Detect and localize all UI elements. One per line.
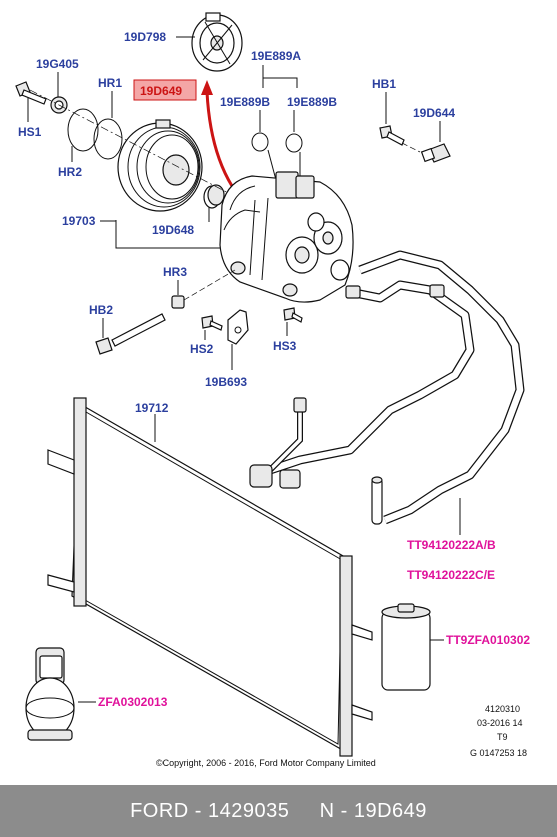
label-19E889A[interactable]: 19E889A [251,49,301,63]
parts-diagram: 19D798 19G405 HS1 HR1 HR2 19703 19D648 [15,12,530,768]
part-TT9ZFA010302-canister [381,603,431,691]
part-19D644-valve [420,143,451,163]
part-HB1-bolt [379,125,405,146]
part-compressor [219,171,354,303]
label-19G405[interactable]: 19G405 [36,57,79,71]
part-19B693-bracket [227,309,249,345]
leader-19703 [115,220,233,249]
label-ZFA0302013[interactable]: ZFA0302013 [98,695,168,709]
part-19703-pulley [117,119,203,212]
label-HR3[interactable]: HR3 [163,265,187,279]
part-19D648-bearing [203,184,225,209]
label-HS3[interactable]: HS3 [273,339,297,353]
highlight-arrow-head [201,80,213,95]
label-TT9ZFA010302[interactable]: TT9ZFA010302 [446,633,530,647]
label-19B693[interactable]: 19B693 [205,375,247,389]
label-19703[interactable]: 19703 [62,214,96,228]
ref-line-3: T9 [497,732,508,742]
label-HB2[interactable]: HB2 [89,303,113,317]
label-HR2[interactable]: HR2 [58,165,82,179]
label-19E889B-2[interactable]: 19E889B [287,95,337,109]
part-hose-assembly [249,250,525,525]
label-HS2[interactable]: HS2 [190,342,214,356]
part-HR1-snap-ring [93,118,123,160]
part-HS1-bolt [15,81,47,105]
label-19D648[interactable]: 19D648 [152,223,194,237]
label-19D649[interactable]: 19D649 [140,84,182,98]
part-HS3-bolt [283,307,303,323]
label-HR1[interactable]: HR1 [98,76,122,90]
part-19D798-clutch-plate [191,12,243,72]
label-TT94120222CE[interactable]: TT94120222C/E [407,568,495,582]
part-HS2-bolt [201,315,223,331]
copyright-text: ©Copyright, 2006 - 2016, Ford Motor Comp… [156,758,376,768]
ref-line-1: 4120310 [485,704,520,714]
part-HR2-snap-ring [67,108,99,152]
label-19712[interactable]: 19712 [135,401,169,415]
label-19E889B-1[interactable]: 19E889B [220,95,270,109]
label-HB1[interactable]: HB1 [372,77,396,91]
part-19E889B-oring-1 [251,132,269,152]
highlight-arrow [205,91,234,187]
ref-line-2: 03-2016 14 [477,718,523,728]
footer-part-numbers: FORD - 1429035 N - 19D649 [130,800,427,822]
part-ZFA0302013-bottle [25,647,75,741]
label-19D798[interactable]: 19D798 [124,30,166,44]
label-19D644[interactable]: 19D644 [413,106,455,120]
label-TT94120222AB[interactable]: TT94120222A/B [407,538,496,552]
ref-line-4: G 0147253 18 [470,748,527,758]
part-HB2-long-bolt [95,313,166,355]
leader-19E889A [262,65,298,88]
part-HR3-sleeve [171,295,185,309]
footer-bar: FORD - 1429035 N - 19D649 [0,785,557,837]
part-19E889B-oring-2 [285,133,303,153]
label-HS1[interactable]: HS1 [18,125,42,139]
highlight-box-19D649 [133,79,197,101]
part-19712-condenser [47,397,373,757]
